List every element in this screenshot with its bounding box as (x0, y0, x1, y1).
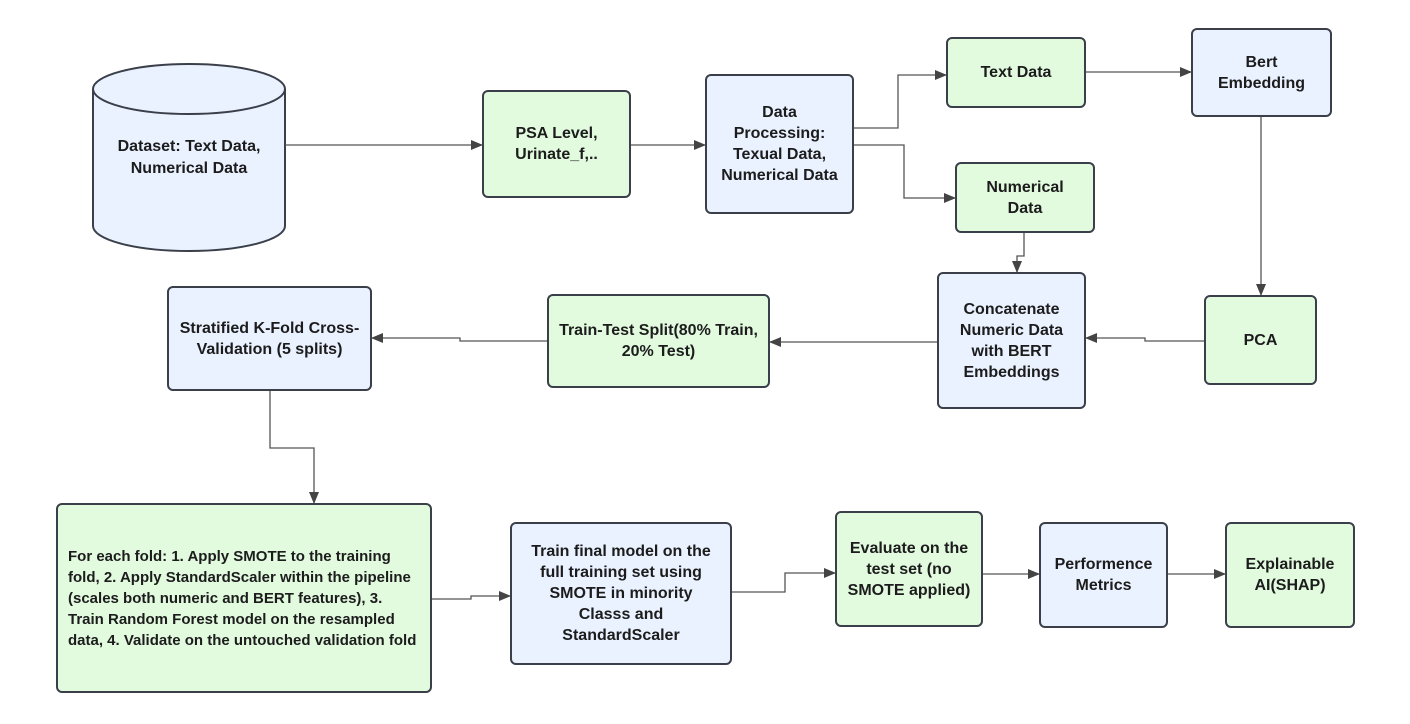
fold-steps-node: For each fold: 1. Apply SMOTE to the tra… (56, 503, 432, 693)
text-data-node: Text Data (946, 37, 1086, 108)
performance-metrics-node: Performence Metrics (1039, 522, 1168, 628)
train-final-model-node: Train final model on the full training s… (510, 522, 732, 665)
arrow-foldsteps-to-final (432, 591, 511, 601)
dataset-cylinder (92, 63, 286, 252)
arrow-final-to-evaluate (732, 568, 836, 593)
pca-node: PCA (1204, 295, 1317, 385)
bert-embedding-node: Bert Embedding (1191, 28, 1332, 117)
dataset-label: Dataset: Text Data, Numerical Data (117, 138, 261, 177)
arrow-processing-to-numerical (854, 144, 956, 203)
arrow-processing-to-text (854, 70, 947, 129)
arrow-pca-to-concat (1085, 333, 1204, 343)
arrow-kfold-to-foldsteps (269, 391, 319, 504)
explainable-ai-node: Explainable AI(SHAP) (1225, 522, 1355, 628)
arrow-numerical-to-concat (1012, 233, 1025, 273)
stratified-kfold-node: Stratified K-Fold Cross-Validation (5 sp… (167, 286, 372, 391)
train-test-split-node: Train-Test Split(80% Train, 20% Test) (547, 294, 770, 388)
concatenate-node: Concatenate Numeric Data with BERT Embed… (937, 272, 1086, 409)
evaluate-test-set-node: Evaluate on the test set (no SMOTE appli… (835, 511, 983, 627)
psa-node: PSA Level, Urinate_f,.. (482, 90, 631, 198)
arrow-split-to-kfold (371, 333, 547, 343)
data-processing-node: Data Processing: Texual Data, Numerical … (705, 74, 854, 214)
numerical-data-node: Numerical Data (955, 162, 1095, 233)
